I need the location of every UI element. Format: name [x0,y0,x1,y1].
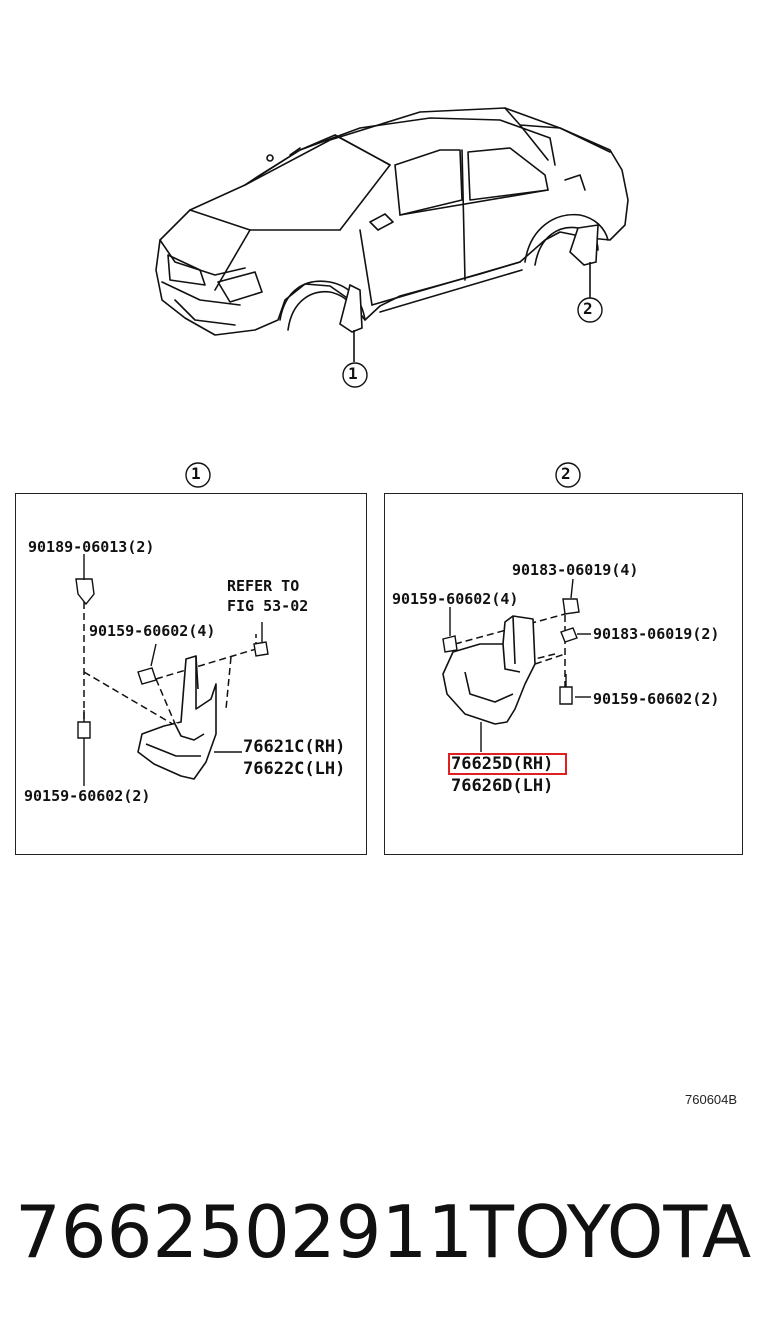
label-screw-mid: 90159-60602(4) [89,622,216,640]
label-mudguard-rh: 76621C(RH) [243,737,346,757]
brand-title: TOYOTA [470,1190,752,1274]
label-mudguard-lh: 76626D(LH) [451,776,554,796]
callout-1-number: 1 [348,364,358,383]
highlight-box-target-part [448,753,567,775]
panel-2-header-number: 2 [561,464,571,483]
label-screw-right: 90159-60602(2) [593,690,720,708]
label-screw-left: 90159-60602(4) [392,590,519,608]
part-number-title: 7662502911 [15,1190,474,1274]
figure-reference-code: 760604B [685,1092,738,1107]
label-nut-right: 90183-06019(2) [593,625,720,643]
panel-1-header-number: 1 [191,464,201,483]
label-screw-bottom: 90159-60602(2) [24,787,151,805]
callout-2-number: 2 [583,299,593,318]
label-mudguard-lh: 76622C(LH) [243,759,346,779]
label-mudguard-rh[interactable]: 76625D(RH) [451,754,554,774]
panel-1-front-mudguard: 90189-06013(2) REFER TO FIG 53-02 90159-… [15,493,367,855]
car-overview-illustration [155,107,629,388]
panel-2-drawing [442,578,591,752]
label-refer-to: REFER TO [227,577,300,595]
label-fig-ref: FIG 53-02 [227,597,309,615]
panel-1-drawing [75,554,269,786]
label-bolt-top: 90189-06013(2) [28,538,155,556]
label-nut-top: 90183-06019(4) [512,561,639,579]
panel-2-rear-mudguard: 90183-06019(4) 90159-60602(4) 90183-0601… [384,493,743,855]
